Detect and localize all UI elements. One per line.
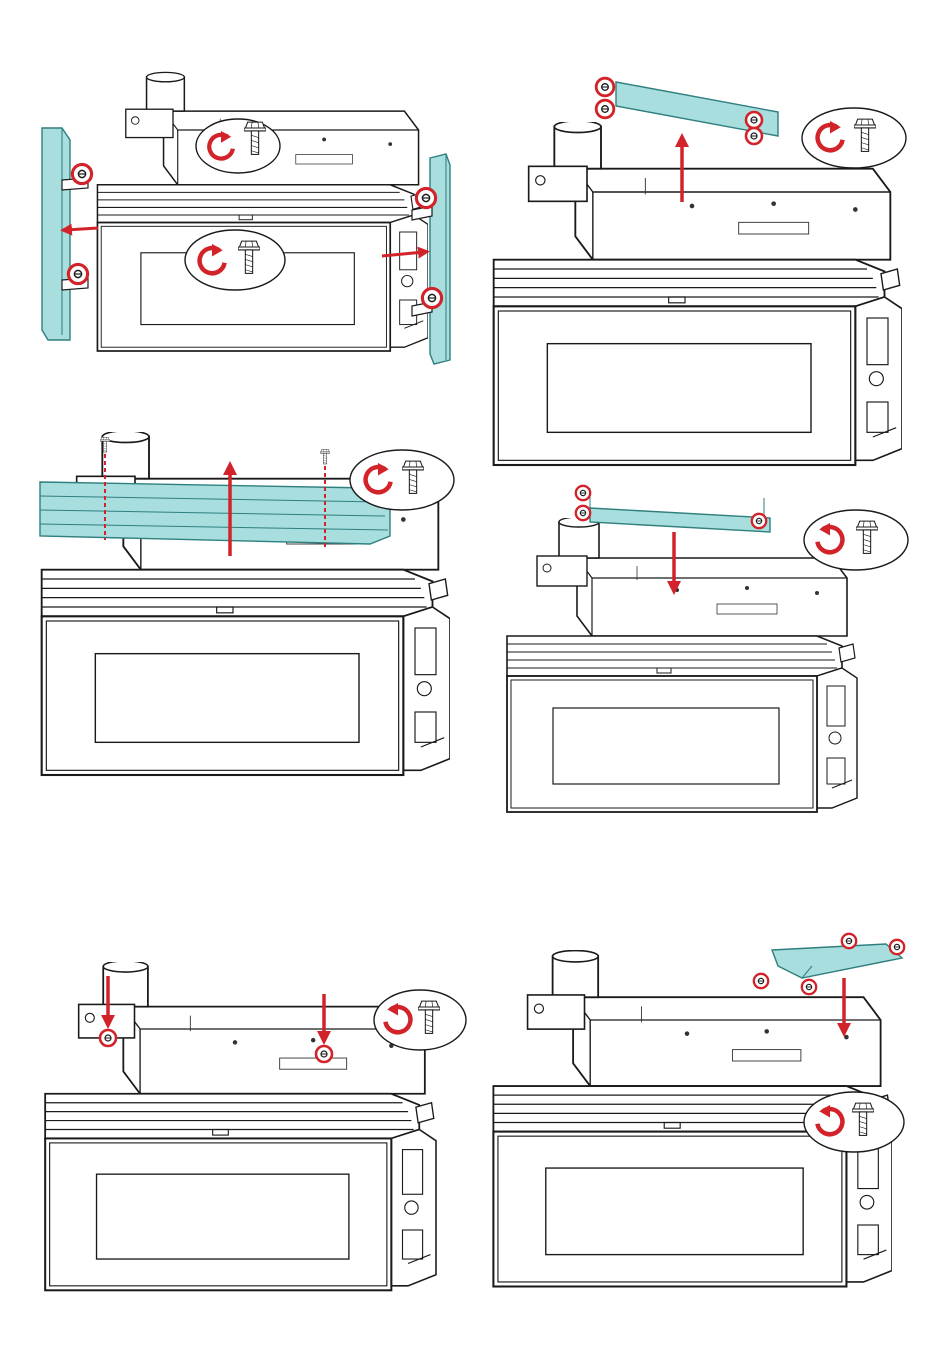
callout-bubble [804,1092,904,1152]
callout-bubble [804,510,908,570]
fireplace-insert [97,72,428,351]
step-5-panel [30,962,470,1302]
screw-marker [746,112,762,128]
screw-marker [422,288,441,307]
left-trim-piece [42,128,70,340]
step-1-panel [30,70,460,370]
screw-marker [596,100,614,118]
screw-marker [842,934,856,948]
screw-marker [576,506,590,520]
screw-marker [68,264,87,283]
step-1-diagram [30,70,460,370]
screw-marker [752,514,766,528]
right-trim-piece [430,154,450,364]
screw-marker [802,980,816,994]
screw-marker [890,940,904,954]
screw-marker [316,1046,332,1062]
step-2-panel [482,72,922,482]
callout-bubble [374,990,466,1050]
step-6-panel [482,930,922,1300]
screw-marker [754,974,768,988]
rear-top-bracket [590,508,770,532]
screw-icon [320,449,330,464]
screw-marker [746,128,762,144]
step-3-diagram [30,432,470,792]
remove-arrow-left [66,228,98,230]
step-6-diagram [482,930,922,1300]
step-3-panel [30,432,470,792]
corner-top-plate [772,944,902,978]
screw-marker [596,78,614,96]
fireplace-insert [494,121,902,465]
step-4-panel [482,478,922,823]
step-4-diagram [482,478,922,823]
step-2-diagram [482,72,922,482]
step-5-diagram [30,962,470,1302]
screw-marker [100,1030,116,1046]
screw-marker [72,164,91,183]
screw-marker [576,486,590,500]
fireplace-insert [507,517,857,812]
screw-marker [416,188,435,207]
